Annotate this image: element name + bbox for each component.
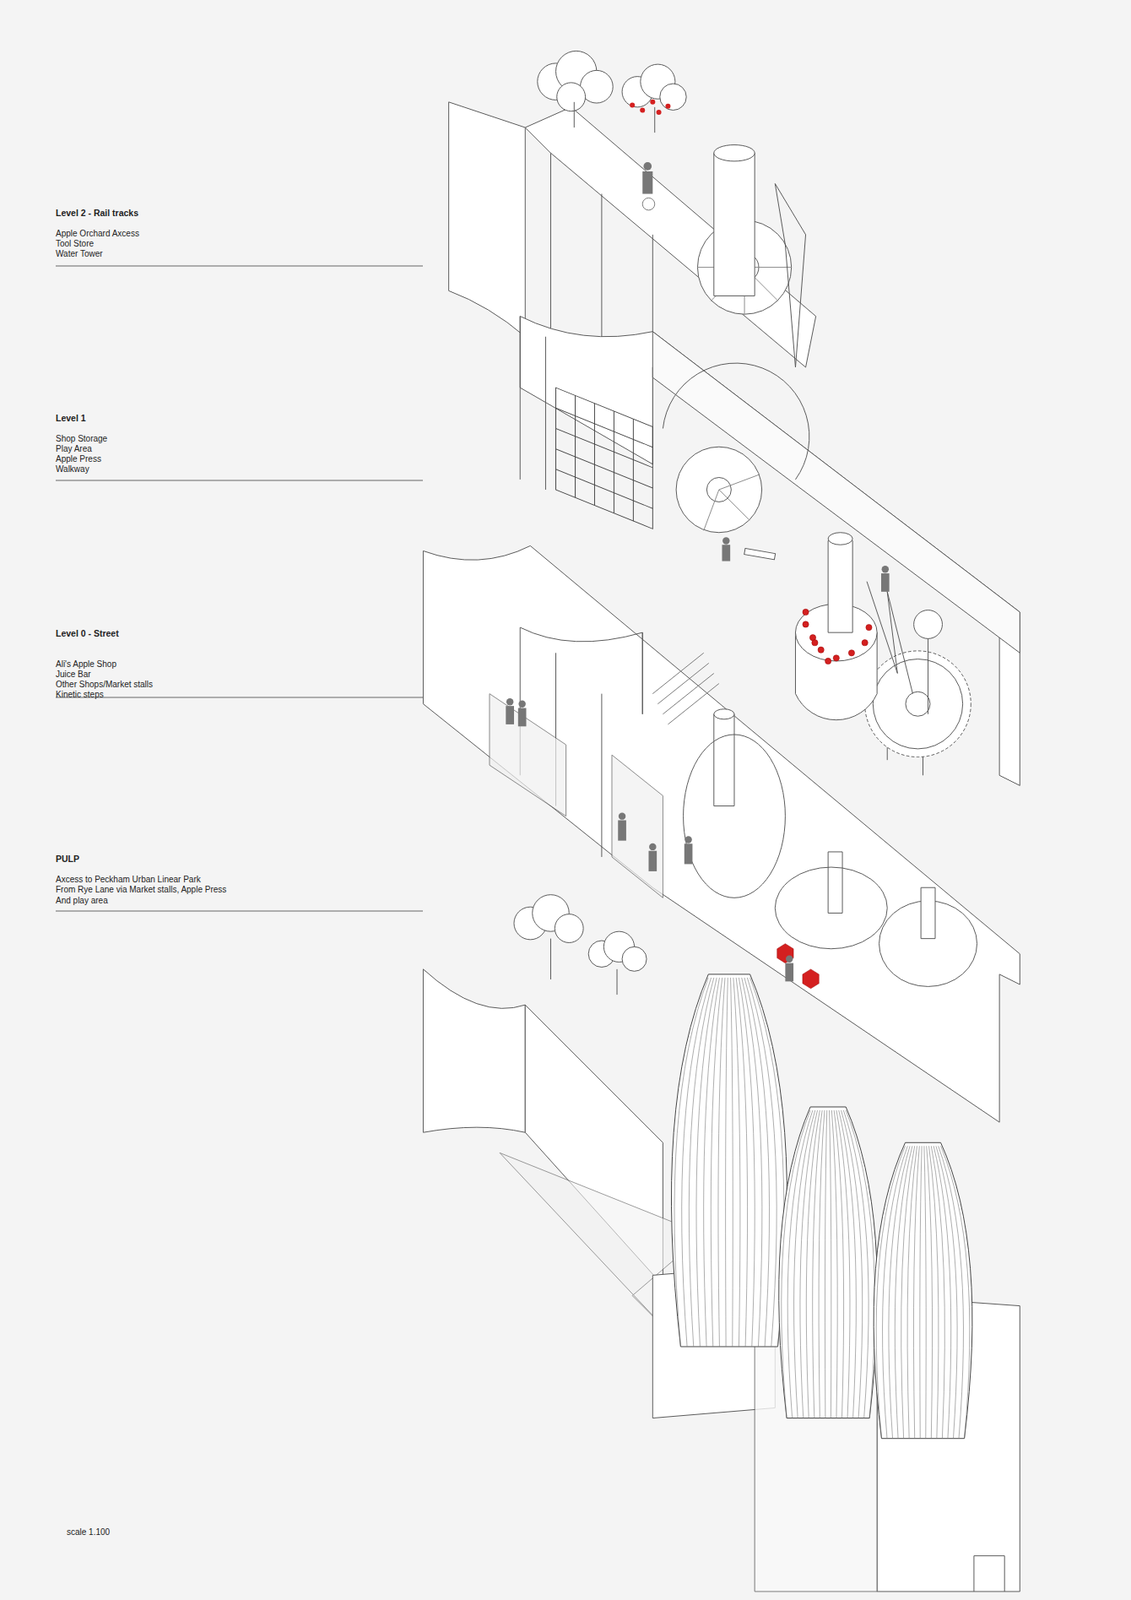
note-text: Apple Press <box>55 454 102 465</box>
pod-rib <box>936 1145 958 1438</box>
pod-rib <box>926 1145 933 1438</box>
pod-outline <box>671 974 787 1347</box>
pod-rib <box>794 1109 816 1418</box>
note-text: Play Area <box>55 443 92 455</box>
pod-rib <box>824 1109 827 1418</box>
rule <box>55 910 423 912</box>
pod-rib <box>841 1109 863 1418</box>
pod-rib <box>913 1145 920 1438</box>
rule <box>55 480 423 482</box>
pulp-level <box>422 894 1020 1591</box>
pod-rib <box>696 977 717 1347</box>
pod-outline <box>873 1141 973 1438</box>
pod-rib <box>733 977 741 1347</box>
note-text: Other Shops/Market stalls <box>55 679 153 690</box>
pod-rib <box>888 1145 910 1438</box>
pod-rib <box>833 1109 844 1418</box>
pod-rib <box>838 1109 857 1418</box>
note-text: Walkway <box>55 464 90 475</box>
pod-rib <box>812 1109 823 1418</box>
pod-rib <box>674 977 709 1347</box>
pod-rib <box>746 977 777 1347</box>
rule <box>55 265 423 267</box>
pod-rib <box>831 1109 838 1418</box>
note-text: Axcess to Peckham Urban Linear Park <box>55 874 201 885</box>
pod-rib <box>930 1145 945 1438</box>
note-text: Kinetic steps <box>55 689 104 700</box>
note-text: Tool Store <box>55 238 94 249</box>
pod-rib <box>735 977 747 1347</box>
pod-rib <box>876 1145 905 1438</box>
note-text: Ali's Apple Shop <box>55 659 117 670</box>
pod-rib <box>829 1109 832 1418</box>
pod-rib <box>688 977 715 1347</box>
pod-rib <box>818 1109 825 1418</box>
level-heading: Level 0 - Street <box>55 627 120 639</box>
pod-rib <box>730 977 734 1347</box>
pod-rib <box>843 1109 869 1418</box>
pod-rib <box>924 1145 926 1438</box>
pod-rib <box>725 977 729 1347</box>
level-heading: Level 2 - Rail tracks <box>55 207 139 218</box>
note-text: Apple Orchard Axcess <box>55 228 140 239</box>
level-heading: PULP <box>55 853 80 864</box>
pod-rib <box>800 1109 818 1418</box>
pod-rib <box>938 1145 964 1438</box>
note-text: And play area <box>55 895 109 906</box>
pod-rib <box>836 1109 850 1418</box>
pod-outline <box>779 1106 878 1418</box>
pod-rib <box>710 977 722 1347</box>
level-heading: Level 1 <box>55 412 87 423</box>
pod-rib <box>919 1145 922 1438</box>
pod-rib <box>907 1145 917 1438</box>
pod-rib <box>845 1109 875 1418</box>
pod-rib <box>894 1145 913 1438</box>
pod-rib <box>781 1109 811 1418</box>
note-text: From Rye Lane via Market stalls, Apple P… <box>55 884 227 895</box>
pod-rib <box>929 1145 939 1438</box>
rule <box>55 697 423 699</box>
pod-rib <box>741 977 763 1347</box>
pod-rib <box>744 977 770 1347</box>
note-text: Juice Bar <box>55 669 92 680</box>
pod-rib <box>718 977 726 1347</box>
pod-rib <box>933 1145 952 1438</box>
note-text: Shop Storage <box>55 433 108 444</box>
note-text: Water Tower <box>55 248 103 260</box>
pod-rib <box>941 1145 970 1438</box>
pod-rib <box>738 977 755 1347</box>
note-text: scale 1.100 <box>66 1526 110 1537</box>
